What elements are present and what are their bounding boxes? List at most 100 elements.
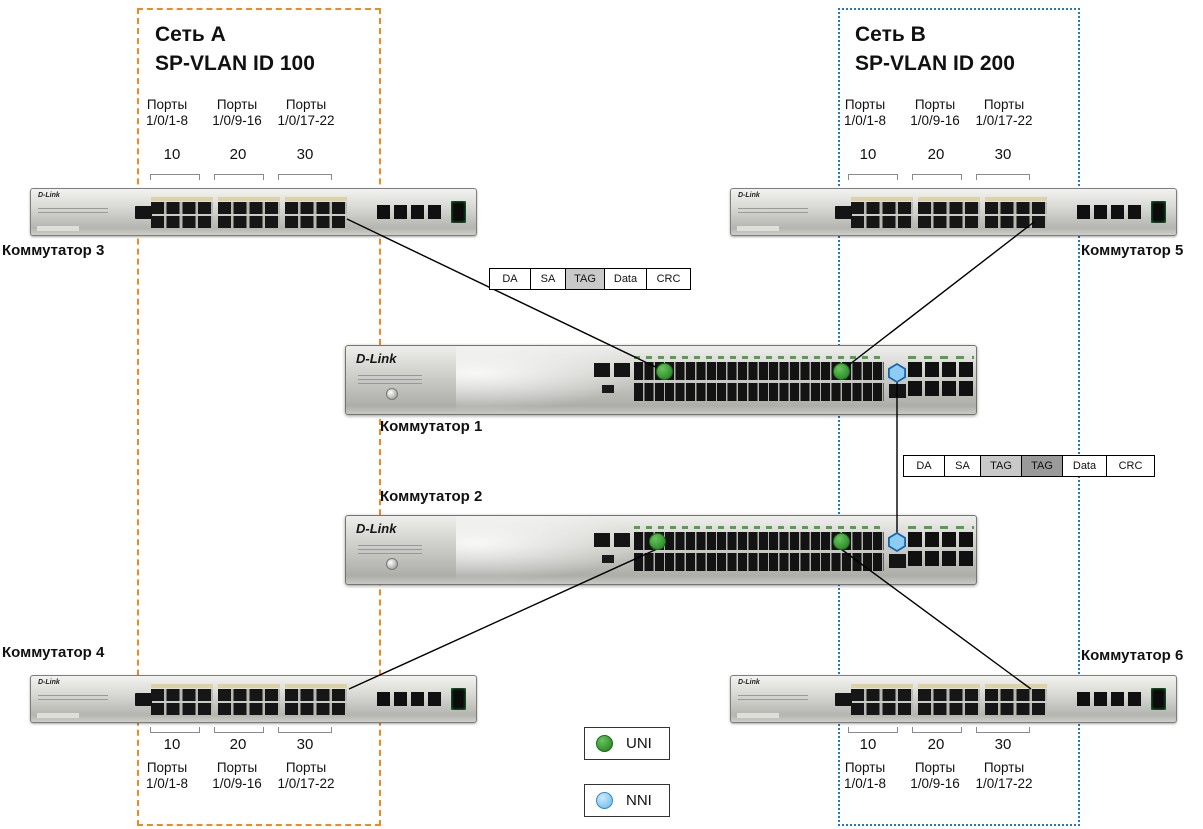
- switch-4-chassis: D-Link: [30, 675, 477, 723]
- vlan-id-label: 10: [859, 736, 877, 753]
- switch-5-chassis: D-Link: [730, 188, 1177, 236]
- mode-button: [386, 558, 398, 570]
- sfp-ports: [908, 356, 974, 404]
- ports-word: Порты: [844, 97, 886, 112]
- port-group-bracket: [976, 174, 1030, 180]
- frame-cell-crc: CRC: [1107, 455, 1155, 477]
- nni-legend-icon: [596, 792, 613, 809]
- usb-port: [602, 555, 614, 563]
- legend-nni: NNI: [584, 784, 670, 817]
- ports-range: 1/0/17-22: [277, 776, 335, 791]
- frame-cell-c-tag: TAG: [1022, 455, 1063, 477]
- ports-range: 1/0/9-16: [212, 113, 262, 128]
- port-block: [634, 526, 884, 574]
- port-block-3: [285, 684, 347, 716]
- model-sticker: [37, 713, 79, 718]
- switch-6-label: Коммутатор 6: [1081, 647, 1184, 664]
- network-b-vlan: SP-VLAN ID 200: [855, 52, 1015, 75]
- port-group-label: Порты 1/0/9-16: [910, 97, 960, 129]
- frame-cell-sp-tag: TAG: [981, 455, 1022, 477]
- led-display: [451, 688, 466, 710]
- switch-1-label: Коммутатор 1: [380, 418, 483, 435]
- switch-5-label: Коммутатор 5: [1081, 242, 1184, 259]
- port-block-3: [985, 197, 1047, 229]
- port-block: [634, 356, 884, 404]
- vlan-id-label: 10: [163, 146, 181, 163]
- mode-button: [386, 388, 398, 400]
- ports-range: 1/0/17-22: [975, 776, 1033, 791]
- network-b-name: Сеть B: [855, 23, 926, 46]
- vlan-id-label: 20: [229, 146, 247, 163]
- ports-word: Порты: [983, 760, 1025, 775]
- frame-cell-sa: SA: [531, 268, 566, 290]
- ports-word: Порты: [216, 760, 258, 775]
- uni-port-sw1-b: [833, 363, 850, 380]
- nni-port-sw1: [887, 363, 907, 383]
- dlink-logo: D-Link: [356, 351, 397, 366]
- port-group-bracket: [150, 727, 200, 733]
- sfp-ports: [908, 526, 974, 574]
- frame-cell-data: Data: [605, 268, 647, 290]
- ports-range: 1/0/17-22: [975, 113, 1033, 128]
- model-sticker: [37, 226, 79, 231]
- ports-range: 1/0/1-8: [145, 113, 189, 128]
- port-group-label: Порты 1/0/9-16: [212, 760, 262, 792]
- console-port: [835, 206, 852, 219]
- port-group-bracket: [912, 727, 962, 733]
- dlink-logo: D-Link: [738, 679, 760, 686]
- console-port: [135, 693, 152, 706]
- port-group-bracket: [278, 174, 332, 180]
- vlan-id-label: 10: [859, 146, 877, 163]
- usb-port: [602, 385, 614, 393]
- switch-3-chassis: D-Link: [30, 188, 477, 236]
- port-group-label: Порты 1/0/1-8: [844, 97, 886, 129]
- dlink-logo: D-Link: [356, 521, 397, 536]
- uplink-port: [889, 554, 906, 568]
- port-group-bracket: [150, 174, 200, 180]
- port-group-bracket: [848, 727, 898, 733]
- front-text: [358, 544, 422, 554]
- ports-range: 1/0/1-8: [843, 113, 887, 128]
- wire-sw2-to-sw4: [348, 548, 658, 690]
- vlan-id-label: 30: [994, 146, 1012, 163]
- wire-sw2-to-sw6: [840, 548, 1032, 690]
- uni-legend-label: UNI: [626, 735, 652, 752]
- front-text: [38, 205, 108, 213]
- wire-sw3-to-sw1: [346, 218, 665, 372]
- ports-range: 1/0/9-16: [212, 776, 262, 791]
- uni-port-sw2-a: [649, 533, 666, 550]
- ports-range: 1/0/9-16: [910, 113, 960, 128]
- frame-single-tag: DA SA TAG Data CRC: [489, 268, 691, 290]
- port-block-1: [151, 197, 213, 229]
- port-block-1: [851, 684, 913, 716]
- chassis-sheen: [456, 516, 656, 584]
- dlink-logo: D-Link: [38, 679, 60, 686]
- front-text: [738, 692, 808, 700]
- switch-4-label: Коммутатор 4: [2, 644, 105, 661]
- dlink-logo: D-Link: [738, 192, 760, 199]
- port-group-bracket: [278, 727, 332, 733]
- frame-cell-tag: TAG: [566, 268, 605, 290]
- network-a-title: Сеть A SP-VLAN ID 100: [155, 20, 315, 78]
- vlan-id-label: 20: [229, 736, 247, 753]
- switch-2-label: Коммутатор 2: [380, 488, 483, 505]
- sfp-ports: [1077, 692, 1143, 706]
- switch-1-chassis: D-Link: [345, 345, 977, 415]
- port-block-2: [218, 684, 280, 716]
- frame-cell-da: DA: [903, 455, 945, 477]
- nni-legend-label: NNI: [626, 792, 652, 809]
- port-group-bracket: [912, 174, 962, 180]
- port-group-bracket: [214, 727, 264, 733]
- console-port: [135, 206, 152, 219]
- ports-range: 1/0/9-16: [910, 776, 960, 791]
- frame-cell-crc: CRC: [647, 268, 691, 290]
- vlan-id-label: 30: [994, 736, 1012, 753]
- switch-3-label: Коммутатор 3: [2, 242, 105, 259]
- led-display: [1151, 201, 1166, 223]
- ports-range: 1/0/17-22: [277, 113, 335, 128]
- network-b-boundary: [838, 8, 1080, 826]
- port-block-1: [851, 197, 913, 229]
- switch-6-chassis: D-Link: [730, 675, 1177, 723]
- vlan-id-label: 30: [296, 146, 314, 163]
